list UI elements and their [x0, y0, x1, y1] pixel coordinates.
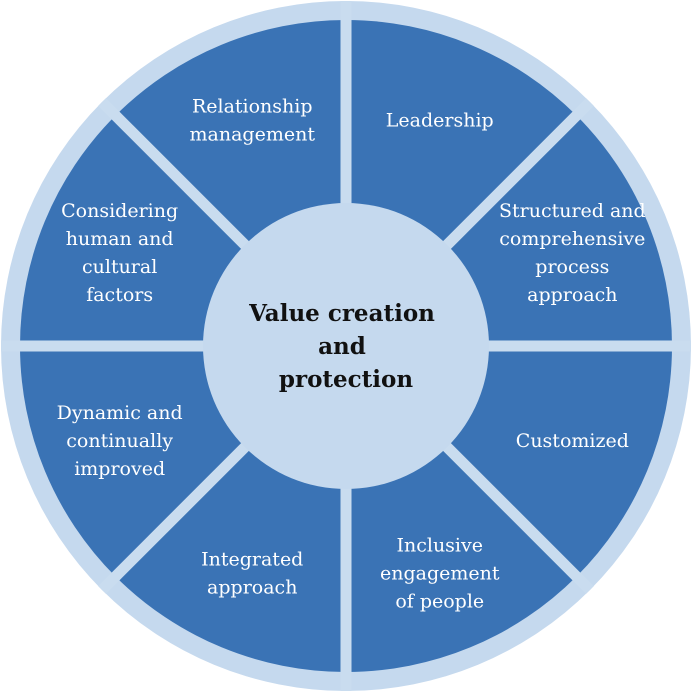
- segment-label-line: process: [535, 256, 609, 278]
- segment-label-dynamic-improved: Dynamic and continually improved: [57, 402, 183, 480]
- segment-label-line: of people: [395, 590, 484, 612]
- segment-label-line: continually: [66, 430, 173, 452]
- segment-label-line: comprehensive: [499, 228, 645, 250]
- center-label-line: protection: [279, 366, 414, 393]
- segment-label-customized: Customized: [516, 430, 629, 452]
- segment-label-line: human and: [66, 228, 174, 250]
- segment-label-line: improved: [74, 458, 165, 480]
- center-label-line: and: [318, 333, 366, 360]
- segment-label-line: cultural: [82, 256, 157, 278]
- segment-label-line: Considering: [61, 200, 178, 222]
- segment-label-line: approach: [527, 284, 617, 306]
- center-label-line: Value creation: [248, 300, 435, 327]
- segment-label-integrated-approach: Integrated approach: [201, 548, 303, 598]
- segment-label-relationship-management: Relationship management: [190, 96, 316, 146]
- segment-label-line: approach: [207, 576, 297, 598]
- segment-label-line: Dynamic and: [57, 402, 183, 424]
- segment-label-leadership: Leadership: [386, 110, 494, 132]
- segment-label-line: management: [190, 124, 316, 146]
- segment-label-line: Structured and: [499, 200, 646, 222]
- segment-label-structured-comprehensive: Structured and comprehensive process approa…: [499, 200, 646, 306]
- segment-label-human-cultural-factors: Considering human and cultural factors: [61, 200, 178, 306]
- segment-label-line: Integrated: [201, 548, 303, 570]
- segment-label-line: Customized: [516, 430, 629, 452]
- segment-label-line: factors: [86, 284, 153, 306]
- segment-label-line: Relationship: [192, 96, 313, 118]
- segment-label-line: Inclusive: [396, 534, 483, 556]
- center-circle: [203, 203, 489, 489]
- segment-label-line: Leadership: [386, 110, 494, 132]
- segment-label-inclusive-engagement: Inclusive engagement of people: [380, 534, 500, 612]
- center-label: Value creation and protection: [248, 300, 443, 393]
- segment-label-line: engagement: [380, 562, 500, 584]
